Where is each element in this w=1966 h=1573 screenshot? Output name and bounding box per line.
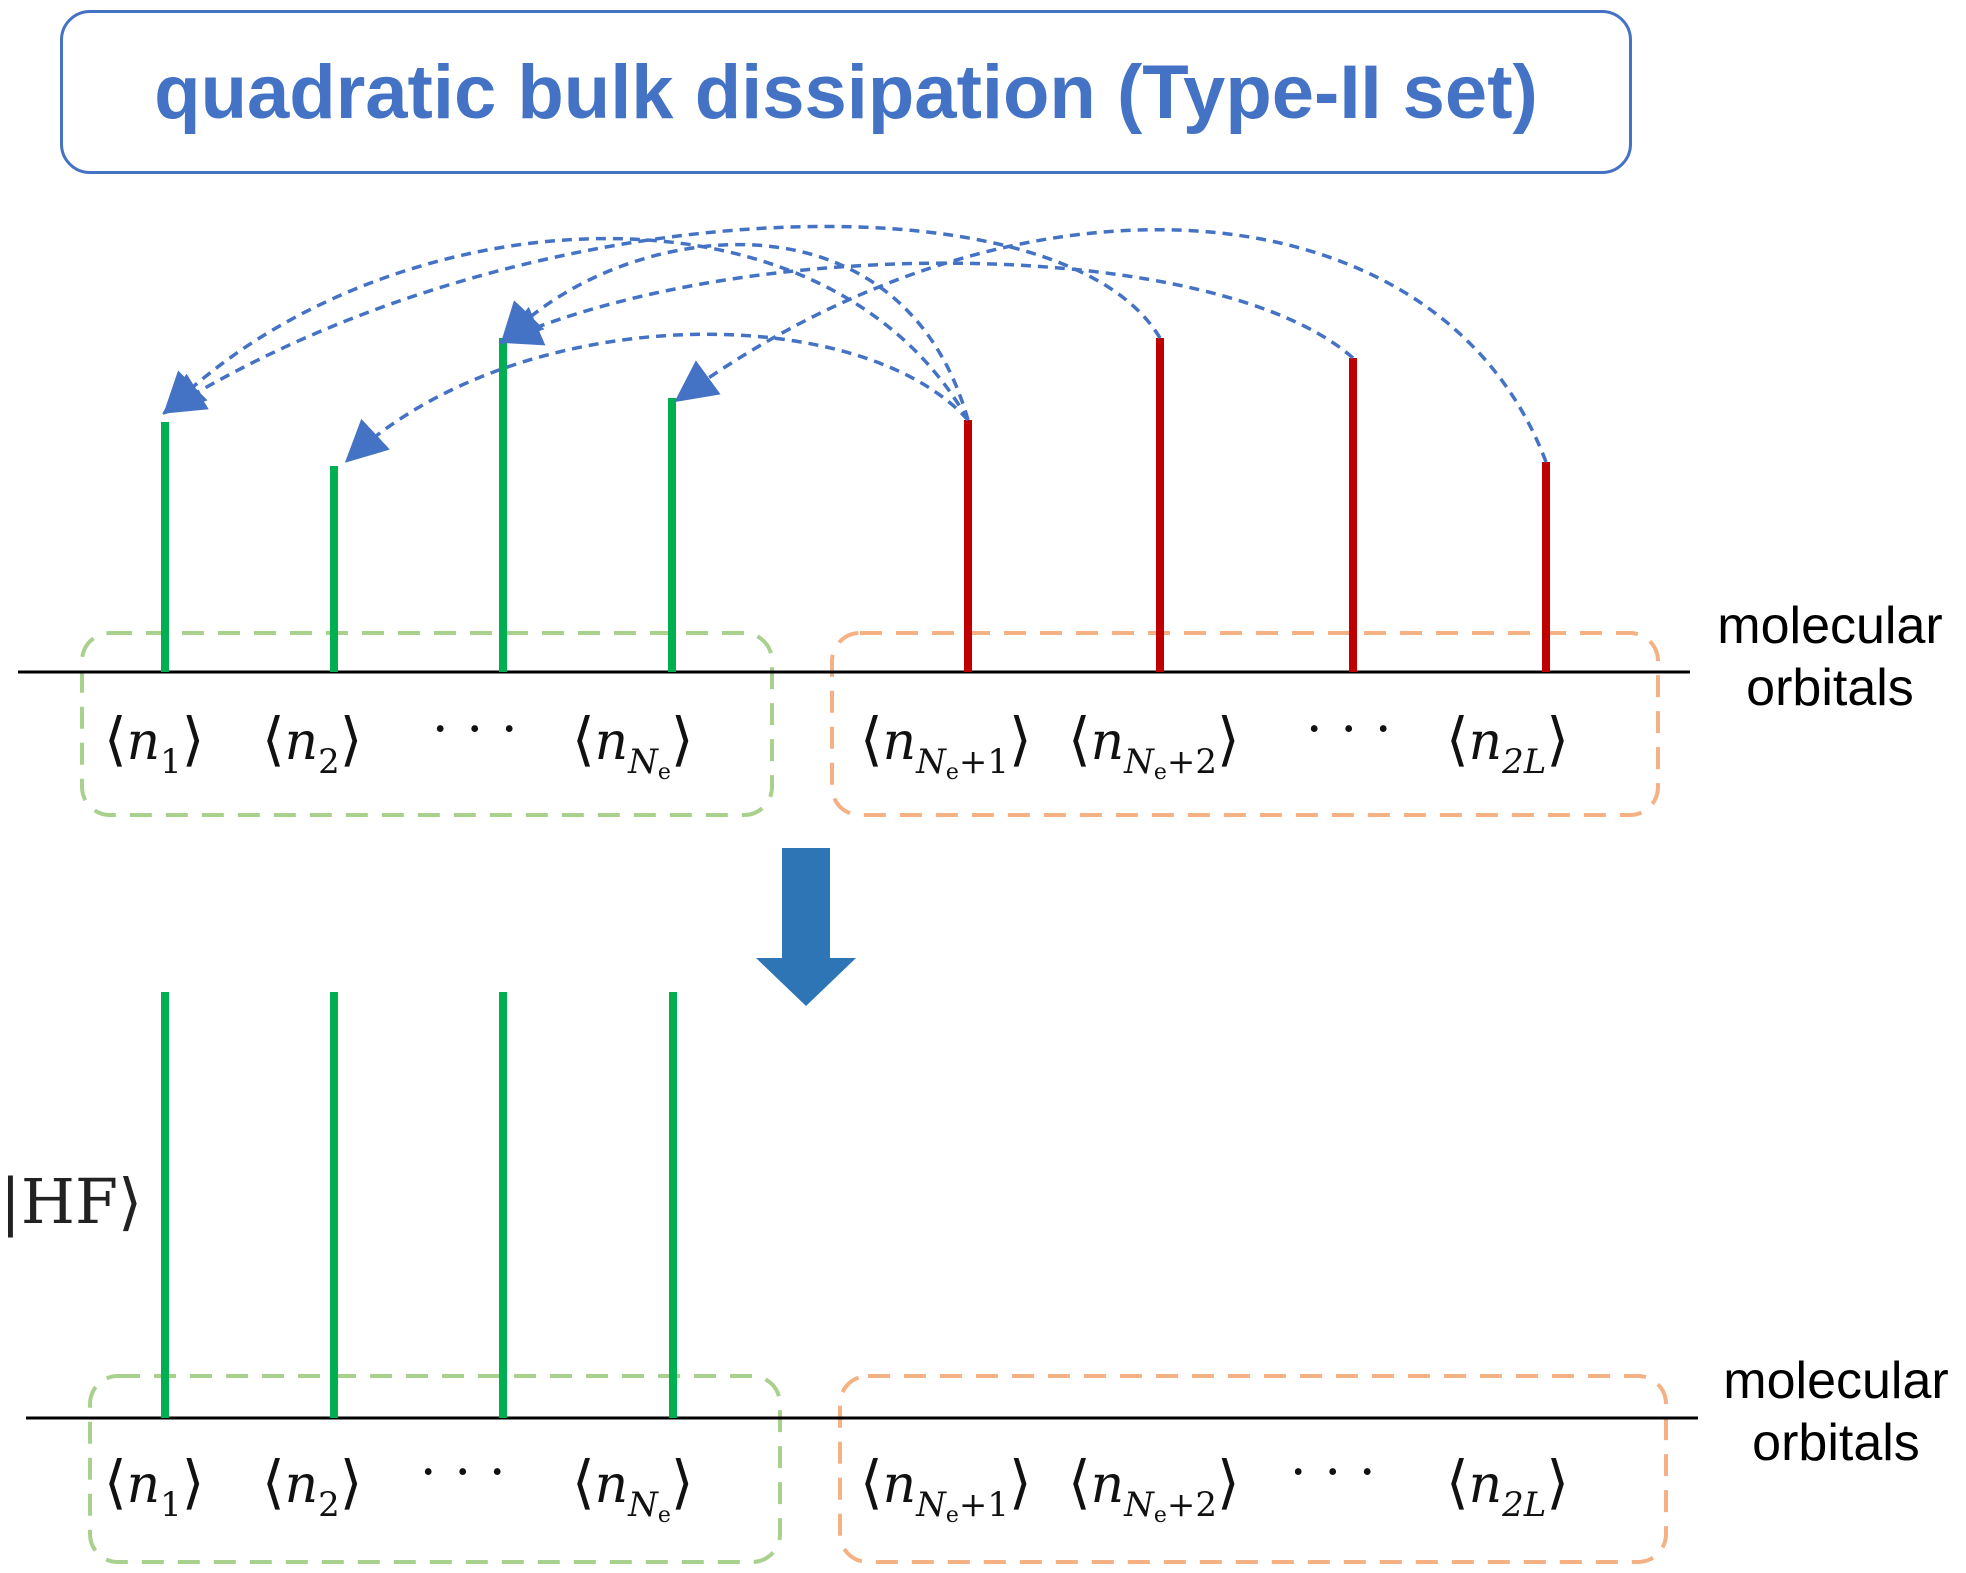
dots-virtual-top: ··· [1306,700,1410,760]
transition-down-arrow [756,848,856,1006]
title-box: quadratic bulk dissipation (Type-II set) [60,10,1632,174]
virtual-group-box-top [830,631,1660,817]
occupancy-label-ne2-bottom: ⟨nNe+2⟩ [1068,1448,1240,1528]
dissipation-arrow-5 [498,261,1355,360]
hf-state-label: |HF⟩ [0,1165,143,1238]
dissipation-arrow-3 [500,242,970,421]
dots-virtual-bottom: ··· [1290,1443,1394,1503]
axis-label-top-line2: orbitals [1746,659,1914,717]
occupancy-label-ne-top: ⟨nNe⟩ [572,705,694,785]
axis-label-top-line1: molecular [1717,597,1943,655]
occupancy-label-1-top: ⟨n1⟩ [104,705,205,782]
dots-occupied-top: ··· [432,700,536,760]
occupancy-label-2-top: ⟨n2⟩ [262,705,363,782]
occupied-group-box-bottom [88,1374,782,1564]
dots-occupied-bottom: ··· [420,1443,524,1503]
axis-label-bottom-line1: molecular [1723,1352,1949,1410]
dissipation-arrow-4 [162,224,1162,414]
diagram-title: quadratic bulk dissipation (Type-II set) [154,49,1538,135]
occupancy-label-ne-bottom: ⟨nNe⟩ [572,1448,694,1528]
dissipation-arrow-2 [344,332,970,463]
occupancy-label-ne1-bottom: ⟨nNe+1⟩ [860,1448,1032,1528]
axis-label-bottom-line2: orbitals [1752,1414,1920,1472]
dissipation-arrow-1 [163,236,970,421]
occupancy-label-ne2-top: ⟨nNe+2⟩ [1068,705,1240,785]
occupancy-label-ne1-top: ⟨nNe+1⟩ [860,705,1032,785]
occupied-group-box-top [80,631,774,817]
axis-label-top: molecular orbitals [1700,595,1960,719]
dissipation-arrow-6 [674,228,1548,463]
occupancy-label-2l-bottom: ⟨n2L⟩ [1446,1448,1569,1525]
virtual-group-box-bottom [838,1374,1668,1564]
occupancy-label-2l-top: ⟨n2L⟩ [1446,705,1569,782]
axis-label-bottom: molecular orbitals [1706,1350,1966,1474]
occupancy-label-1-bottom: ⟨n1⟩ [104,1448,205,1525]
occupancy-label-2-bottom: ⟨n2⟩ [262,1448,363,1525]
